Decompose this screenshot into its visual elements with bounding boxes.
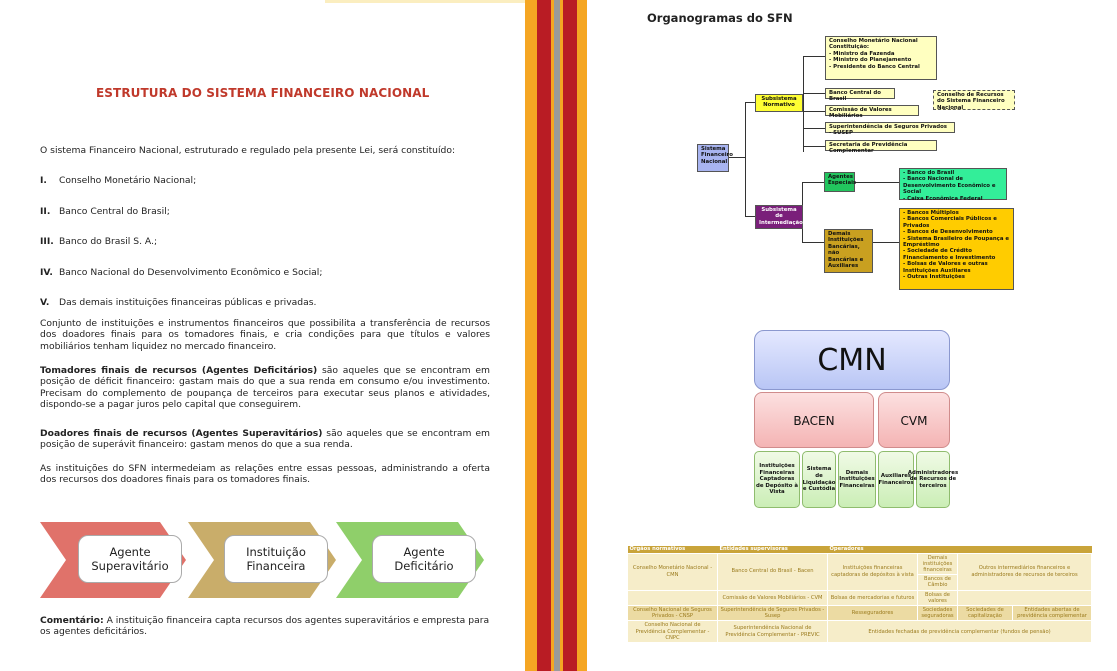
connector: [873, 242, 899, 243]
hier-sub-box: Demais Instituições Financeiras: [838, 451, 876, 508]
top-tab: [325, 0, 525, 3]
org-bcb: Banco Central do Brasil: [825, 88, 895, 102]
left-page: ESTRUTURA DO SISTEMA FINANCEIRO NACIONAL…: [0, 0, 525, 671]
table-cell: Instituições financeiras captadoras de d…: [827, 552, 918, 591]
table-cell: Outros intermediários financeiros e admi…: [957, 552, 1092, 591]
table-row: Conselho Nacional de Previdência Complem…: [627, 620, 1092, 643]
right-title: Organogramas do SFN: [647, 11, 793, 25]
org-normativo: Subsistema Normativo: [755, 94, 803, 112]
table-cell: Bolsas de valores: [917, 589, 958, 606]
sfn-table: Órgãos normativos Entidades supervisoras…: [627, 546, 1092, 643]
connector: [803, 111, 825, 112]
connector: [803, 93, 825, 94]
hier-sub-box: Auxiliares Financeiros: [878, 451, 914, 508]
table-cell: Superintendência Nacional de Previdência…: [717, 620, 828, 643]
org-demais: Demais Instituições Bancárias, não Bancá…: [824, 229, 873, 273]
spine-stripe: [554, 0, 560, 671]
institution-list: I.Conselho Monetário Nacional; II.Banco …: [40, 175, 490, 328]
connector: [803, 146, 825, 147]
book-spine: [525, 0, 587, 671]
connector: [802, 242, 824, 243]
table-cell: Bolsas de mercadorias e futuros: [827, 589, 918, 606]
table-cell: Sociedades seguradoras: [917, 604, 958, 622]
connector: [803, 56, 825, 57]
table-cell: [627, 589, 718, 606]
hier-cvm: CVM: [878, 392, 950, 448]
list-item: II.Banco Central do Brasil;: [40, 205, 170, 217]
paragraph-intermediacao: As instituições do SFN intermedeiam as r…: [40, 463, 490, 486]
org-susep: Superintendência de Seguros Privados - S…: [825, 122, 955, 136]
table-row: Comissão de Valores Mobiliários - CVM Bo…: [627, 589, 1092, 606]
table-cell: Entidades fechadas de previdência comple…: [827, 620, 1092, 643]
hier-sub-box: Administradores de Recursos de terceiros: [908, 451, 958, 508]
spine-stripe: [537, 0, 551, 671]
table-cell: [957, 589, 1092, 606]
org-cvm: Comissão de Valores Mobiliários: [825, 105, 919, 119]
hier-sub-box: Sistema de Liquidação e Custódia: [802, 451, 836, 508]
list-item: I.Conselho Monetário Nacional;: [40, 175, 197, 186]
table-cell: Conselho Nacional de Previdência Complem…: [627, 620, 718, 643]
spine-stripe: [560, 0, 563, 671]
connector: [745, 102, 746, 216]
table-cell: Entidades abertas de previdência complem…: [1012, 604, 1092, 622]
table-header: Operadores: [827, 546, 1092, 553]
org-agentes-especiais: Agentes Especiais: [824, 172, 856, 192]
table-row: Conselho Monetário Nacional - CMN Banco …: [627, 552, 1092, 591]
paragraph-tomadores: Tomadores finais de recursos (Agentes De…: [40, 365, 490, 411]
connector: [725, 157, 745, 158]
org-intermediacao: Subsistema de Intermediação: [755, 205, 803, 229]
table-cell: Bancos de Câmbio: [917, 574, 958, 591]
org-cmn-box: Conselho Monetário Nacional Constituição…: [825, 36, 937, 80]
page-title: ESTRUTURA DO SISTEMA FINANCEIRO NACIONAL: [96, 86, 430, 100]
connector: [803, 56, 804, 152]
spine-stripe: [525, 0, 537, 671]
table-header: Entidades supervisoras: [717, 546, 828, 553]
connector: [745, 102, 755, 103]
spine-stripe: [563, 0, 577, 671]
table-cell: Conselho Nacional de Seguros Privados - …: [627, 604, 718, 622]
table-cell: Resseguradores: [827, 604, 918, 622]
list-item: III.Banco do Brasil S. A.;: [40, 236, 158, 247]
comment-text: Comentário: A instituição financeira cap…: [40, 615, 490, 638]
table-cell: Superintendência de Seguros Privados - S…: [717, 604, 828, 622]
table-cell: Demais instituições financeiras: [917, 552, 958, 576]
connector: [855, 182, 899, 183]
spine-stripe: [577, 0, 587, 671]
paragraph-definition: Conjunto de instituições e instrumentos …: [40, 318, 490, 352]
intro-text: O sistema Financeiro Nacional, estrutura…: [40, 145, 456, 156]
org-demais-list: - Bancos Múltiplos - Bancos Comerciais P…: [899, 208, 1014, 290]
table-row: Conselho Nacional de Seguros Privados - …: [627, 604, 1092, 622]
org-root: Sistema Financeiro Nacional: [697, 144, 733, 172]
hier-cmn: CMN: [754, 330, 950, 390]
table-cell: Sociedades de capitalização: [957, 604, 1013, 622]
table-cell: Banco Central do Brasil - Bacen: [717, 552, 828, 591]
spine-stripe: [551, 0, 554, 671]
connector: [802, 182, 824, 183]
table-cell: Conselho Monetário Nacional - CMN: [627, 552, 718, 591]
hier-bacen: BACEN: [754, 392, 874, 448]
org-previdencia: Secretaria de Previdência Complementar: [825, 140, 937, 154]
table-header: Órgãos normativos: [627, 546, 718, 553]
list-item: V.Das demais instituições financeiras pú…: [40, 297, 317, 308]
connector: [745, 216, 755, 217]
table-cell: Comissão de Valores Mobiliários - CVM: [717, 589, 828, 606]
sfn-org-chart: Sistema Financeiro Nacional Subsistema N…: [587, 0, 1117, 300]
org-agentes-list: - Banco do Brasil - Banco Nacional de De…: [899, 168, 1007, 202]
org-crsfn: Conselho de Recursos do Sistema Financei…: [933, 90, 1015, 111]
paragraph-doadores: Doadores finais de recursos (Agentes Sup…: [40, 428, 490, 451]
hier-sub-box: Instituições Financeiras Captadoras de D…: [754, 451, 800, 508]
list-item: IV.Banco Nacional do Desenvolvimento Eco…: [40, 266, 323, 278]
connector: [803, 128, 825, 129]
table-header-row: Órgãos normativos Entidades supervisoras…: [627, 546, 1092, 553]
right-page: Organogramas do SFN Sistema Financeiro N…: [587, 0, 1117, 671]
